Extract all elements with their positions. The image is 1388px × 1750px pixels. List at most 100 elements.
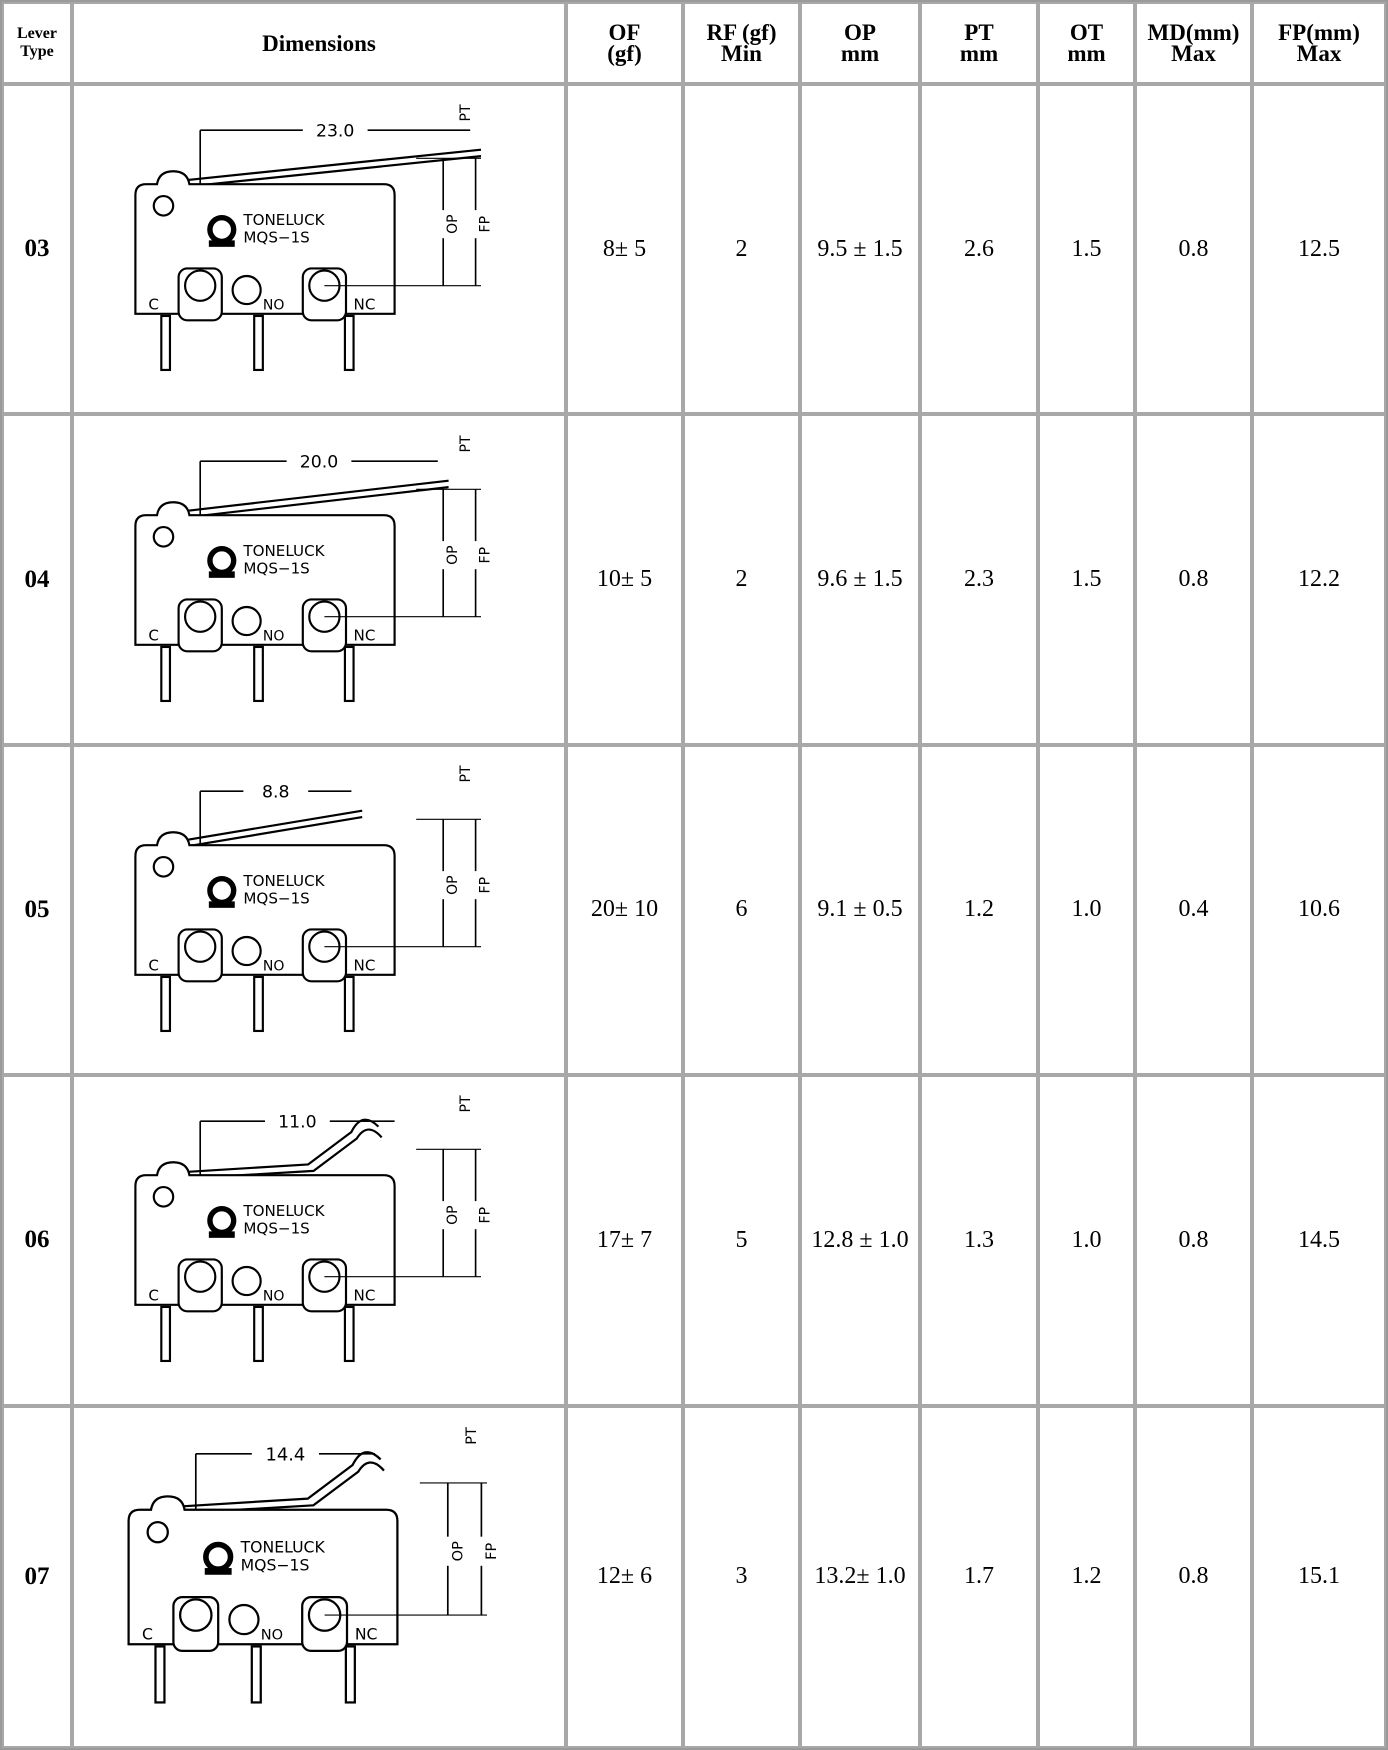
rf-value: 3 [683,1405,800,1748]
terminal-c-label: C [148,1287,159,1305]
lever-length-label: 20.0 [300,452,338,472]
brand-label: TONELUCK [242,542,325,560]
brand-label: TONELUCK [242,1203,325,1221]
model-label: MQS−1S [243,559,309,577]
table-row: 07 14.4 TONELUCK MQS−1S C NO NC [2,1405,1386,1748]
md-value: 0.8 [1135,414,1252,745]
fp-value: 12.2 [1252,414,1386,745]
lever-type-cell: 06 [2,1075,72,1406]
dimension-drawing-cell: 20.0 TONELUCK MQS−1S C NO NC OP FP PT [72,414,566,745]
lever-length-label: 14.4 [265,1444,305,1465]
fp-label: FP [478,216,494,233]
ot-value: 1.5 [1038,84,1135,415]
pt-label: PT [458,435,474,452]
rf-value: 2 [683,84,800,415]
table-row: 03 23.0 TONELUCK MQS−1S C NO NC [2,84,1386,415]
terminal-nc-label: NC [354,626,376,644]
terminal-no-label: NO [261,1626,283,1643]
of-value: 20± 10 [566,744,683,1076]
header-fp: FP(mm)Max [1252,2,1386,84]
pt-value: 2.6 [920,84,1038,415]
brand-label: TONELUCK [240,1537,326,1556]
ot-value: 1.0 [1038,744,1135,1076]
switch-dimension-drawing: 23.0 TONELUCK MQS−1S C NO NC OP FP PT [134,104,494,372]
lever-type-cell: 03 [2,84,72,415]
pt-label: PT [463,1427,480,1445]
op-value: 9.1 ± 0.5 [800,744,920,1076]
dimension-drawing-cell: 8.8 TONELUCK MQS−1S C NO NC OP FP PT [72,744,566,1076]
fp-label: FP [478,877,494,894]
model-label: MQS−1S [243,1220,309,1238]
lever-length-label: 8.8 [262,783,289,803]
fp-label: FP [478,546,494,563]
md-value: 0.8 [1135,1075,1252,1406]
table-row: 05 8.8 TONELUCK MQS−1S C NO NC [2,744,1386,1076]
of-value: 17± 7 [566,1075,683,1406]
ot-value: 1.2 [1038,1405,1135,1748]
header-md: MD(mm)Max [1135,2,1252,84]
fp-value: 10.6 [1252,744,1386,1076]
table-row: 06 11.0 TONELUCK MQS−1S C NO NC [2,1075,1386,1406]
terminal-c-label: C [142,1624,153,1643]
terminal-nc-label: NC [355,1624,378,1643]
pt-label: PT [458,765,474,782]
header-dimensions: Dimensions [72,2,566,84]
terminal-nc-label: NC [354,1287,376,1305]
rf-value: 2 [683,414,800,745]
fp-label: FP [483,1542,500,1559]
fp-value: 12.5 [1252,84,1386,415]
pt-value: 1.2 [920,744,1038,1076]
fp-value: 15.1 [1252,1405,1386,1748]
dimension-drawing-cell: 23.0 TONELUCK MQS−1S C NO NC OP FP PT [72,84,566,415]
terminal-c-label: C [148,626,159,644]
terminal-c-label: C [148,296,159,314]
switch-dimension-drawing: 14.4 TONELUCK MQS−1S C NO NC OP FP PT [127,1427,500,1704]
of-value: 12± 6 [566,1405,683,1748]
lever-type-cell: 04 [2,414,72,745]
ot-value: 1.0 [1038,1075,1135,1406]
terminal-no-label: NO [263,1289,285,1305]
op-label: OP [445,1206,461,1226]
dimension-drawing-cell: 11.0 TONELUCK MQS−1S C NO NC OP FP PT [72,1075,566,1406]
pt-value: 1.3 [920,1075,1038,1406]
terminal-nc-label: NC [354,956,376,974]
lever-type-cell: 07 [2,1405,72,1748]
brand-label: TONELUCK [242,872,325,890]
pt-label: PT [458,104,474,121]
lever-length-label: 11.0 [278,1113,316,1133]
header-of: OF(gf) [566,2,683,84]
ot-value: 1.5 [1038,414,1135,745]
terminal-no-label: NO [263,628,285,644]
op-value: 13.2± 1.0 [800,1405,920,1748]
op-label: OP [445,215,461,235]
op-value: 9.6 ± 1.5 [800,414,920,745]
md-value: 0.8 [1135,1405,1252,1748]
pt-value: 2.3 [920,414,1038,745]
op-value: 12.8 ± 1.0 [800,1075,920,1406]
dimension-drawing-cell: 14.4 TONELUCK MQS−1S C NO NC OP FP PT [72,1405,566,1748]
model-label: MQS−1S [243,889,309,907]
terminal-no-label: NO [263,298,285,314]
op-label: OP [449,1541,466,1561]
terminal-nc-label: NC [354,296,376,314]
switch-dimension-drawing: 20.0 TONELUCK MQS−1S C NO NC OP FP PT [134,435,494,702]
pt-value: 1.7 [920,1405,1038,1748]
model-label: MQS−1S [241,1555,310,1574]
switch-dimension-drawing: 8.8 TONELUCK MQS−1S C NO NC OP FP PT [134,765,494,1032]
fp-label: FP [478,1207,494,1224]
switch-dimension-drawing: 11.0 TONELUCK MQS−1S C NO NC OP FP PT [134,1095,494,1363]
lever-length-label: 23.0 [316,122,354,142]
table-body: 03 23.0 TONELUCK MQS−1S C NO NC [2,84,1386,1748]
op-label: OP [445,875,461,895]
model-label: MQS−1S [243,229,309,247]
header-rf: RF (gf)Min [683,2,800,84]
table-row: 04 20.0 TONELUCK MQS−1S C NO NC [2,414,1386,745]
op-label: OP [445,545,461,565]
lever-type-cell: 05 [2,744,72,1076]
md-value: 0.8 [1135,84,1252,415]
terminal-no-label: NO [263,958,285,974]
